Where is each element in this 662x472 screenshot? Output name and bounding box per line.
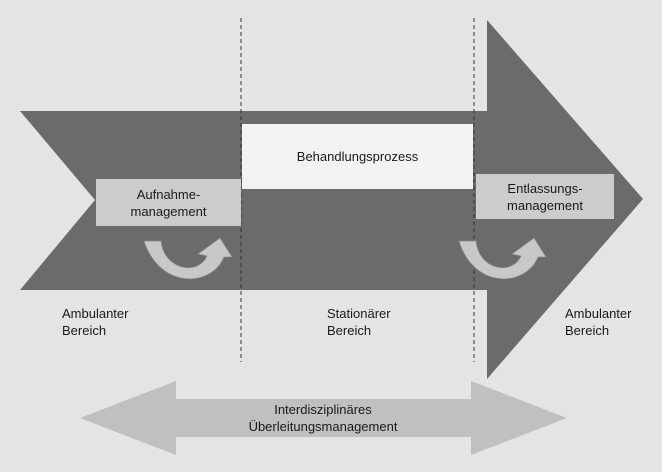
behandlungsprozess-label: Behandlungsprozess [296, 149, 419, 164]
bottom-arrow-line1: Interdisziplinäres [274, 402, 372, 417]
aufnahmemanagement-box: Aufnahme- management [96, 179, 241, 226]
curved-arrow-right [458, 237, 547, 279]
curved-arrow-left [143, 237, 233, 279]
aufnahme-label-line1: Aufnahme- [136, 186, 201, 202]
bottom-arrow-label: Interdisziplinäres Überleitungsmanagemen… [223, 401, 423, 435]
bottom-arrow-line2: Überleitungsmanagement [248, 419, 398, 434]
entlassung-label-line2: management [507, 197, 583, 213]
main-process-arrow [20, 20, 643, 379]
aufnahme-label-line2: management [130, 203, 207, 219]
bottom-double-arrow [80, 381, 567, 455]
entlassung-label-line1: Entlassungs- [507, 180, 583, 196]
area-middle-line1: Stationärer [327, 306, 391, 321]
behandlungsprozess-box: Behandlungsprozess [242, 124, 473, 189]
entlassungsmanagement-box: Entlassungs- management [476, 174, 614, 219]
area-right-line1: Ambulanter [565, 306, 632, 321]
area-right-line2: Bereich [565, 323, 610, 338]
area-left-line1: Ambulanter [62, 306, 129, 321]
area-label-middle: Stationärer Bereich [327, 305, 391, 339]
area-label-left: Ambulanter Bereich [62, 305, 128, 339]
area-label-right: Ambulanter Bereich [565, 305, 631, 339]
area-middle-line2: Bereich [327, 323, 372, 338]
area-left-line2: Bereich [62, 323, 107, 338]
